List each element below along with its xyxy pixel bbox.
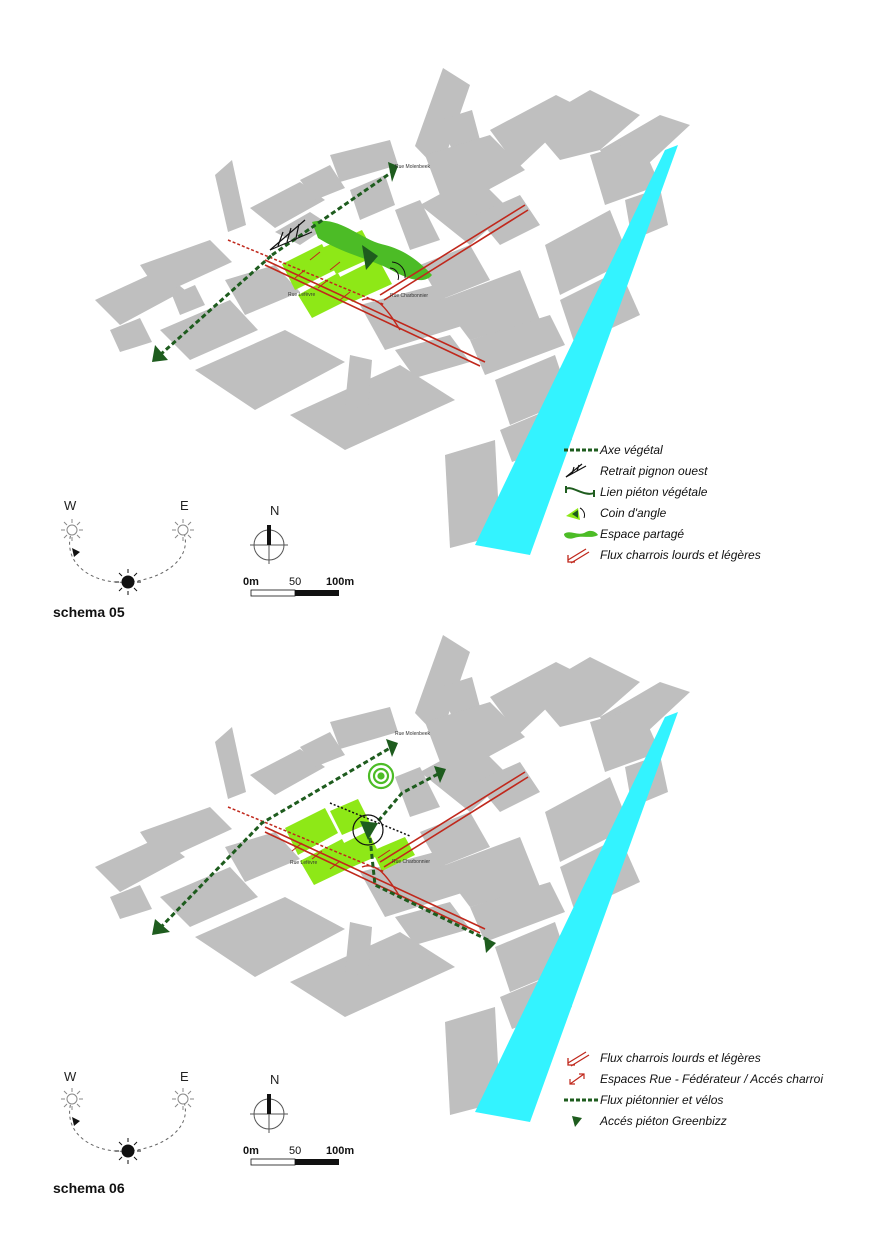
compass-east: E [180, 1069, 189, 1084]
red-flux-arrows [291, 842, 391, 870]
scale-end: 100m [326, 576, 355, 588]
green-arrow-head [152, 919, 170, 935]
sun-east-icon [172, 519, 194, 541]
scale-mid: 50 [289, 576, 302, 588]
coin-angle-triangle [362, 245, 378, 270]
city-blocks [95, 68, 690, 548]
compass-west: W [64, 1069, 77, 1084]
scale-end: 100m [326, 1145, 355, 1157]
schema-title: schema 05 [53, 604, 125, 620]
coin-angle-icon [566, 507, 585, 520]
north-arrow-icon [250, 525, 288, 564]
legend-item: Espace partagé [562, 523, 761, 544]
legend-item: Accés piéton Greenbizz [562, 1110, 823, 1131]
legend-item: Coin d'angle [562, 502, 761, 523]
schema-title: schema 06 [53, 1180, 125, 1196]
coin-angle-arcs [389, 261, 406, 281]
retrait-pignon-lines [269, 219, 313, 251]
canal [475, 712, 678, 1122]
schema-06-panel: Rue Molenbeek Rue Lefèvre Rue Charbonnie… [0, 623, 871, 1246]
retrait-pignon-icon [565, 463, 587, 478]
axe-vegetal-icon [564, 448, 598, 451]
legend-item: Retrait pignon ouest [562, 460, 761, 481]
lien-pieton-icon [565, 485, 595, 497]
legend-item: Flux piétonnier et vélos [562, 1089, 823, 1110]
target-rings [367, 762, 395, 790]
espaces-rue-icon [569, 1072, 585, 1085]
street-label: Rue Charbonnier [390, 293, 428, 299]
site-map-06: Rue Molenbeek Rue Lefèvre Rue Charbonnie… [61, 635, 690, 1166]
acces-circle [352, 814, 384, 846]
compass-north: N [270, 503, 280, 518]
acces-pieton-triangle [360, 821, 378, 840]
green-arrow-head [386, 739, 398, 757]
espace-partage-icon [564, 530, 598, 539]
dotted-link [329, 802, 411, 837]
acces-pieton-icon [572, 1115, 582, 1127]
green-arrow-head [434, 766, 446, 783]
green-arrow-head [484, 937, 496, 953]
sun-path [61, 1088, 194, 1164]
flux-charrois-icon [567, 547, 590, 564]
legend-item: Axe végétal [562, 439, 761, 460]
legend-item: Flux charrois lourds et légères [562, 1047, 823, 1068]
sun-south-icon [115, 569, 141, 595]
flux-pietonnier-icon [564, 1098, 598, 1101]
green-arrow-head [152, 345, 168, 362]
red-flux-arrows [294, 251, 351, 301]
street-label: Rue Lefèvre [290, 860, 317, 866]
street-label: Rue Molenbeek [395, 164, 431, 170]
schema-05-panel: Rue Molenbeek Rue Lefèvre Rue Charbonnie… [53, 68, 761, 620]
compass-north: N [270, 1072, 280, 1087]
canal [475, 145, 678, 555]
legend-item: Espaces Rue - Fédérateur / Accés charroi [562, 1068, 823, 1089]
north-arrow-icon [250, 1094, 288, 1133]
legend-item: Lien piéton végétale [562, 481, 761, 502]
scale-mid: 50 [289, 1145, 302, 1157]
legend-06: Flux charrois lourds et légères Espaces … [562, 1047, 823, 1131]
sun-west-icon [61, 519, 83, 541]
sun-east-icon [172, 1088, 194, 1110]
compass-west: W [64, 498, 77, 513]
scale-start: 0m [243, 1145, 259, 1157]
road-network [227, 204, 529, 367]
legend-05: Axe végétal Retrait pignon ouest Lien pi… [562, 439, 761, 565]
espace-partage-band [312, 220, 432, 281]
sun-south-icon [115, 1138, 141, 1164]
flux-charrois-icon [567, 1050, 590, 1067]
sun-west-icon [61, 1088, 83, 1110]
street-label: Rue Charbonnier [392, 859, 430, 865]
street-label: Rue Lefèvre [288, 292, 315, 298]
legend-item: Flux charrois lourds et légères [562, 544, 761, 565]
green-arrow-head [388, 162, 398, 182]
scale-start: 0m [243, 576, 259, 588]
site-map-05: Rue Molenbeek Rue Lefèvre Rue Charbonnie… [61, 68, 690, 597]
scale-bar [250, 589, 339, 597]
street-label: Rue Molenbeek [395, 731, 431, 737]
compass-east: E [180, 498, 189, 513]
scale-bar [250, 1158, 339, 1166]
sun-path [61, 519, 194, 595]
